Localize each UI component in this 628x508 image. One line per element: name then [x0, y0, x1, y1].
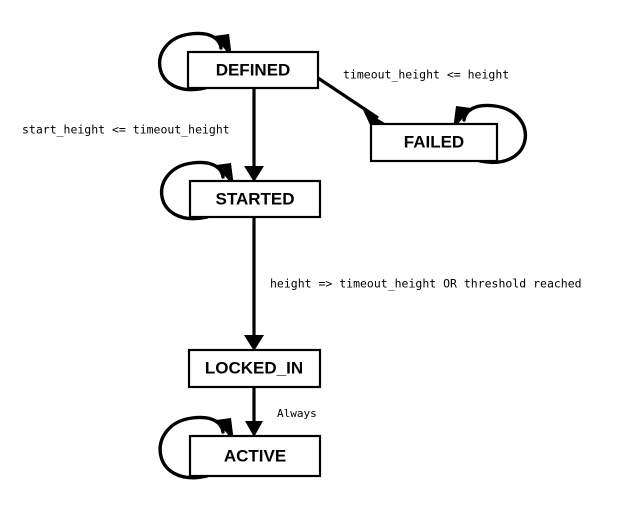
- arrow-head-started-to-locked-in: [244, 335, 264, 351]
- edge-defined-to-failed: [317, 76, 388, 129]
- state-label-active: ACTIVE: [224, 446, 286, 465]
- arrow-head-locked-in-to-active: [245, 421, 263, 437]
- edge-defined-to-started: [244, 88, 264, 182]
- state-box-locked-in[interactable]: [187, 348, 322, 389]
- state-label-locked-in: LOCKED_IN: [205, 358, 303, 377]
- edge-label-defined-to-started: start_height <= timeout_height: [22, 123, 230, 137]
- state-node-locked-in[interactable]: LOCKED_IN: [187, 348, 322, 389]
- edge-started-to-locked-in: [244, 217, 264, 351]
- edge-label-started-to-locked-in: height => timeout_height OR threshold re…: [270, 277, 582, 291]
- arrow-head-defined-to-started: [244, 166, 264, 182]
- state-node-started[interactable]: STARTED: [188, 179, 322, 219]
- state-box-defined[interactable]: [186, 50, 320, 90]
- state-node-defined[interactable]: DEFINED: [186, 50, 320, 90]
- state-box-failed[interactable]: [369, 122, 499, 163]
- state-label-started: STARTED: [215, 189, 294, 208]
- state-label-defined: DEFINED: [216, 60, 291, 79]
- edge-locked-in-to-active: [245, 387, 263, 437]
- state-label-failed: FAILED: [404, 132, 464, 151]
- edge-label-locked-in-to-active: Always: [277, 407, 317, 420]
- state-box-started[interactable]: [188, 179, 322, 219]
- state-node-active[interactable]: ACTIVE: [188, 434, 322, 478]
- state-node-failed[interactable]: FAILED: [369, 122, 499, 163]
- edge-label-defined-to-failed: timeout_height <= height: [343, 68, 509, 82]
- state-box-active[interactable]: [188, 434, 322, 478]
